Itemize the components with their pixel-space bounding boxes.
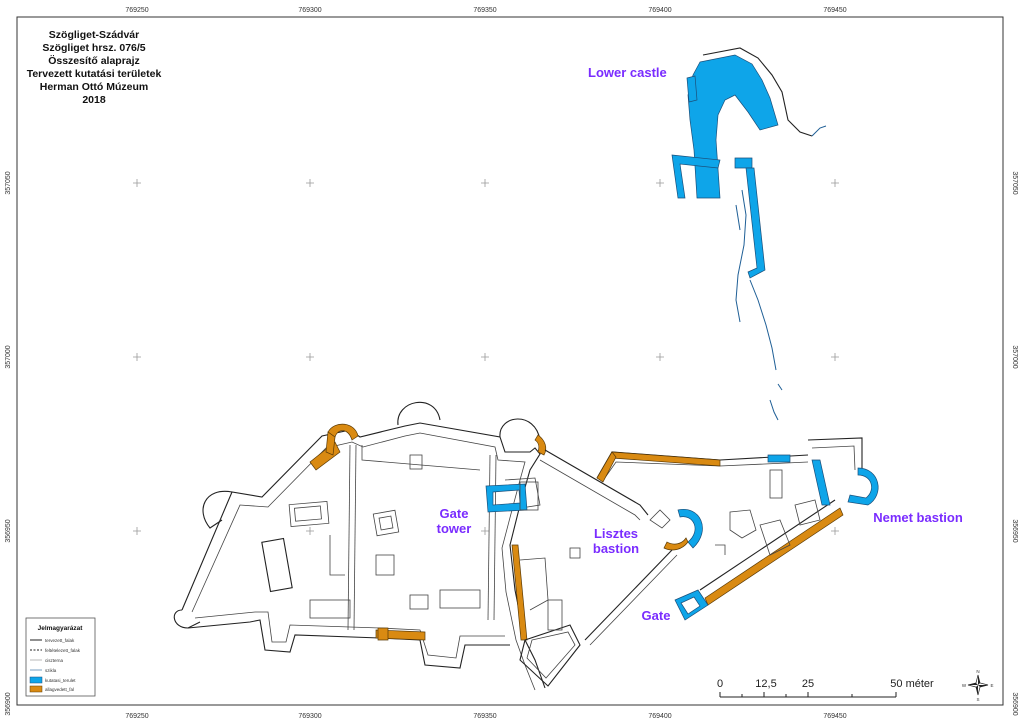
title-line-5: Herman Ottó Múzeum	[40, 81, 149, 93]
coord-top-1: 769250	[125, 7, 148, 14]
scale-label-1: 12,5	[755, 678, 776, 690]
grid-crosses	[133, 179, 839, 535]
legend-item-1: tervezett_falak	[45, 638, 75, 643]
legend-swatch-orange	[29, 685, 43, 693]
nemet-bastion-research-area	[847, 467, 879, 506]
legend-item-6: allagvedett_fal	[45, 687, 74, 692]
coord-bottom-5: 769450	[823, 713, 846, 720]
legend: Jelmagyarázat tervezett_falak feltételez…	[25, 617, 96, 697]
title-line-6: 2018	[82, 94, 106, 106]
map-labels: Lower castle Gate tower Lisztes bastion …	[437, 65, 963, 623]
west-letter: W	[962, 683, 967, 688]
legend-item-3: ciszterna	[45, 658, 64, 663]
scale-ticks	[719, 692, 897, 697]
coord-bottom-3: 769350	[473, 713, 496, 720]
scale-bar: 0 12,5 25 50 méter	[717, 678, 934, 698]
legend-swatch-blue	[29, 676, 43, 684]
coord-left-2: 357000	[5, 345, 12, 368]
title-block: Szögliget-Szádvár Szögliget hrsz. 076/5 …	[27, 29, 162, 106]
legend-item-5: kutatasi_terulet	[45, 678, 76, 683]
scale-label-0: 0	[717, 678, 723, 690]
label-gate-tower-2: tower	[437, 521, 472, 536]
legend-item-4: szikla	[45, 668, 57, 673]
north-letter: N	[976, 669, 979, 674]
label-gate-tower-1: Gate	[440, 506, 469, 521]
coord-right-4: 356900	[1011, 692, 1018, 715]
coord-left-1: 357050	[5, 171, 12, 194]
east-letter: E	[990, 683, 993, 688]
north-arrow: N S E W	[962, 669, 994, 702]
coord-left-3: 356950	[5, 519, 12, 542]
title-line-1: Szögliget-Szádvár	[49, 29, 139, 41]
label-lisztes-2: bastion	[593, 541, 639, 556]
east-extension	[569, 437, 879, 646]
protected-wall-se	[704, 507, 844, 606]
coord-top-5: 769450	[823, 7, 846, 14]
label-nemet-bastion: Nemet bastion	[873, 510, 963, 525]
label-gate: Gate	[642, 608, 671, 623]
coord-bottom-2: 769300	[298, 713, 321, 720]
lower-castle-research-area	[687, 54, 779, 199]
coord-top-3: 769350	[473, 7, 496, 14]
south-letter: S	[976, 697, 979, 702]
gate-research-area	[674, 589, 709, 621]
scale-label-2: 25	[802, 678, 814, 690]
legend-item-2: feltételezett_falak	[45, 648, 81, 653]
right-coordinates: 357050 357000 356950 356900	[1011, 171, 1018, 715]
protected-wall-nw	[309, 441, 341, 471]
title-line-3: Összesítő alaprajz	[48, 54, 140, 67]
coord-right-1: 357050	[1011, 171, 1018, 194]
main-castle	[173, 401, 649, 691]
label-lower-castle: Lower castle	[588, 65, 667, 80]
coord-top-4: 769400	[648, 7, 671, 14]
title-line-2: Szögliget hrsz. 076/5	[42, 42, 145, 54]
bottom-coordinates: 769250 769300 769350 769400 769450	[125, 713, 846, 720]
label-lisztes-1: Lisztes	[594, 526, 638, 541]
coord-bottom-1: 769250	[125, 713, 148, 720]
scale-label-3: 50 méter	[890, 678, 934, 690]
top-coordinates: 769250 769300 769350 769400 769450	[125, 7, 846, 14]
lisztes-bastion-research-area	[677, 509, 703, 549]
title-line-4: Tervezett kutatási területek	[27, 68, 162, 80]
coord-right-3: 356950	[1011, 519, 1018, 542]
coord-right-2: 357000	[1011, 345, 1018, 368]
map-frame	[16, 16, 1004, 706]
coord-bottom-4: 769400	[648, 713, 671, 720]
legend-title: Jelmagyarázat	[38, 625, 84, 632]
gate-tower-research-area	[485, 483, 528, 513]
lower-castle	[671, 47, 827, 421]
left-coordinates: 357050 357000 356950 356900	[5, 171, 12, 715]
coord-left-4: 356900	[5, 692, 12, 715]
coord-top-2: 769300	[298, 7, 321, 14]
